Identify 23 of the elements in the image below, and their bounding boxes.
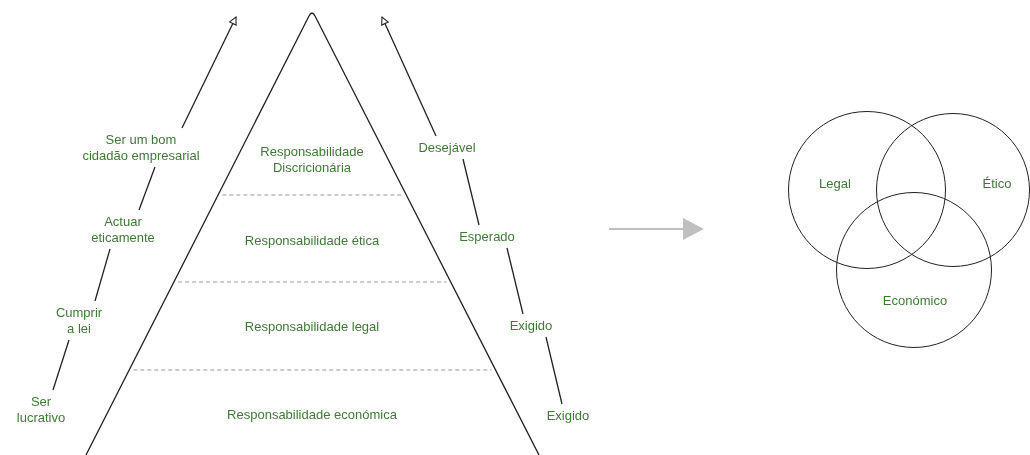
circle-label: Legal — [819, 175, 851, 191]
goal-label: Ser um bom cidadão empresarial — [66, 132, 216, 164]
connector-line — [506, 247, 524, 315]
layer-label: Responsabilidade Discricionária — [237, 144, 387, 176]
expectation-label: Exigido — [538, 408, 598, 424]
goal-label: Cumprir a lei — [49, 305, 109, 337]
arrow — [381, 16, 437, 137]
connector-line — [52, 339, 70, 391]
circle-label: Económico — [882, 292, 948, 308]
expectation-label: Exigido — [501, 318, 561, 334]
connector-line — [462, 158, 480, 226]
expectation-label: Desejável — [412, 140, 482, 156]
layer-label: Responsabilidade económica — [202, 407, 422, 423]
layer-label: Responsabilidade ética — [212, 233, 412, 249]
goal-label: Actuar eticamente — [78, 214, 168, 246]
goal-label: Ser lucrativo — [8, 394, 74, 426]
connector-line — [94, 248, 111, 302]
expectation-label: Esperado — [452, 229, 522, 245]
layer-label: Responsabilidade legal — [212, 319, 412, 335]
circle-label: Ético — [982, 175, 1012, 191]
connector-line — [545, 336, 563, 405]
arrow — [181, 16, 237, 129]
connector-line — [138, 166, 156, 211]
